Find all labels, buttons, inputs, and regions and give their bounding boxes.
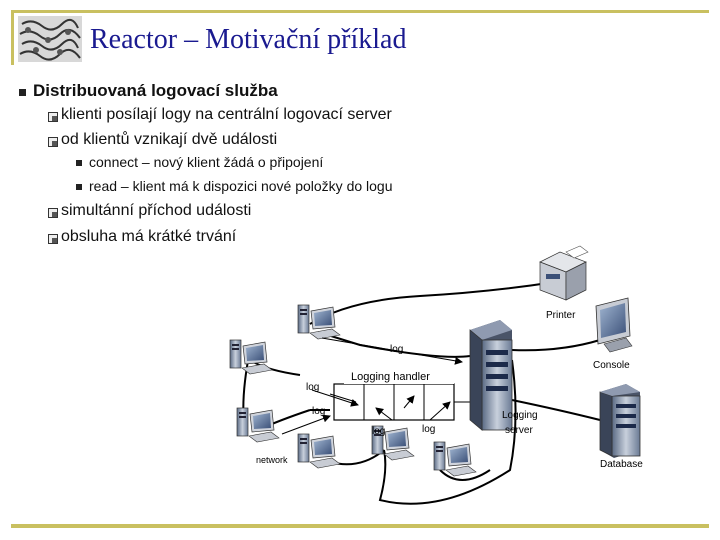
log-label: log [312,406,325,417]
client-computer-icon [297,304,341,340]
bullet-sub4: obsluha má krátké trvání [61,228,237,245]
bullet-checkbox-icon [48,137,58,147]
bullet-sub2-1: connect – nový klient žádá o připojení [89,154,324,170]
bullet-checkbox-icon [48,208,58,218]
frame-left-border [11,10,14,65]
logging-server-icon [469,320,513,431]
console-monitor-icon [595,297,633,353]
bullet-checkbox-icon [48,112,58,122]
network-label: network [256,455,288,465]
client-computer-icon [236,407,280,443]
printer-label: Printer [546,310,576,321]
bullet-square-icon [19,89,26,96]
bullet-sub2: od klientů vznikají dvě události [61,131,278,148]
log-label: log [390,344,403,355]
console-label: Console [593,360,630,371]
bullet-sub2-2: read – klient má k dispozici nové položk… [89,178,393,194]
slide-logo-image [18,16,82,62]
frame-top-border [14,10,709,13]
slide-title: Reactor – Motivační příklad [90,24,407,55]
frame-bottom-border [11,524,709,528]
log-label: log [372,426,385,437]
bullet-main: Distribuovaná logovací služba [33,81,278,100]
client-computer-icon [297,433,341,469]
bullet-square-icon [76,184,82,190]
printer-icon [539,245,589,301]
bullet-checkbox-icon [48,234,58,244]
database-server-icon [599,384,641,458]
bullet-sub3: simultánní příchod události [61,202,252,219]
bullet-sub1: klienti posílají logy na centrální logov… [61,106,392,123]
log-label: log [306,382,319,393]
client-computer-icon [229,339,273,375]
logging-server-label-line1: Logging [502,410,538,421]
bullet-square-icon [76,160,82,166]
logging-server-label-line2: server [505,425,533,436]
log-label: log [422,424,435,435]
database-label: Database [600,459,643,470]
logging-handler-label: Logging handler [351,371,430,383]
